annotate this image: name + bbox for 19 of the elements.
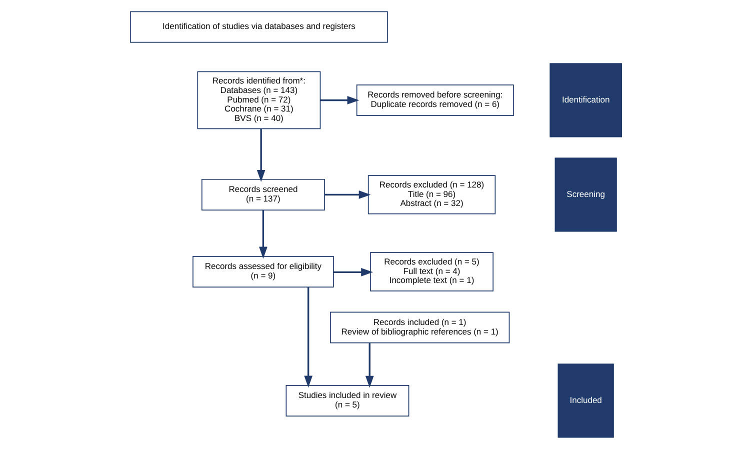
- node-box: Screening: [554, 158, 617, 232]
- node-box: Records identified from*: Databases (n = 143) Pubmed (n = 72) Cochrane (n = 31) BVS (n = 40): [197, 71, 321, 130]
- node-box: Identification: [550, 63, 622, 138]
- arrow: [259, 210, 268, 259]
- node-box: Records included (n = 1) Review of bibliographic references (n = 1): [330, 312, 510, 344]
- node-box: Records removed before screening: Duplicate records removed (n = 6): [356, 84, 514, 116]
- arrow: [320, 96, 360, 104]
- arrow: [324, 190, 371, 199]
- arrow: [333, 268, 374, 276]
- node-box: Identification of studies via databases and registers: [130, 11, 388, 43]
- node-box: Studies included in review (n = 5): [286, 384, 410, 416]
- node-box: Records assessed for eligibility (n = 9): [192, 256, 334, 288]
- arrow: [256, 128, 266, 182]
- node-box: Records excluded (n = 5) Full text (n = 4) Incomplete text (n = 1): [370, 252, 494, 292]
- arrow: [365, 343, 374, 388]
- node-box: Records excluded (n = 128) Title (n = 96) Abstract (n = 32): [368, 175, 496, 214]
- node-box: Included: [558, 364, 614, 438]
- arrow: [304, 287, 312, 388]
- node-box: Records screened (n = 137): [201, 178, 325, 210]
